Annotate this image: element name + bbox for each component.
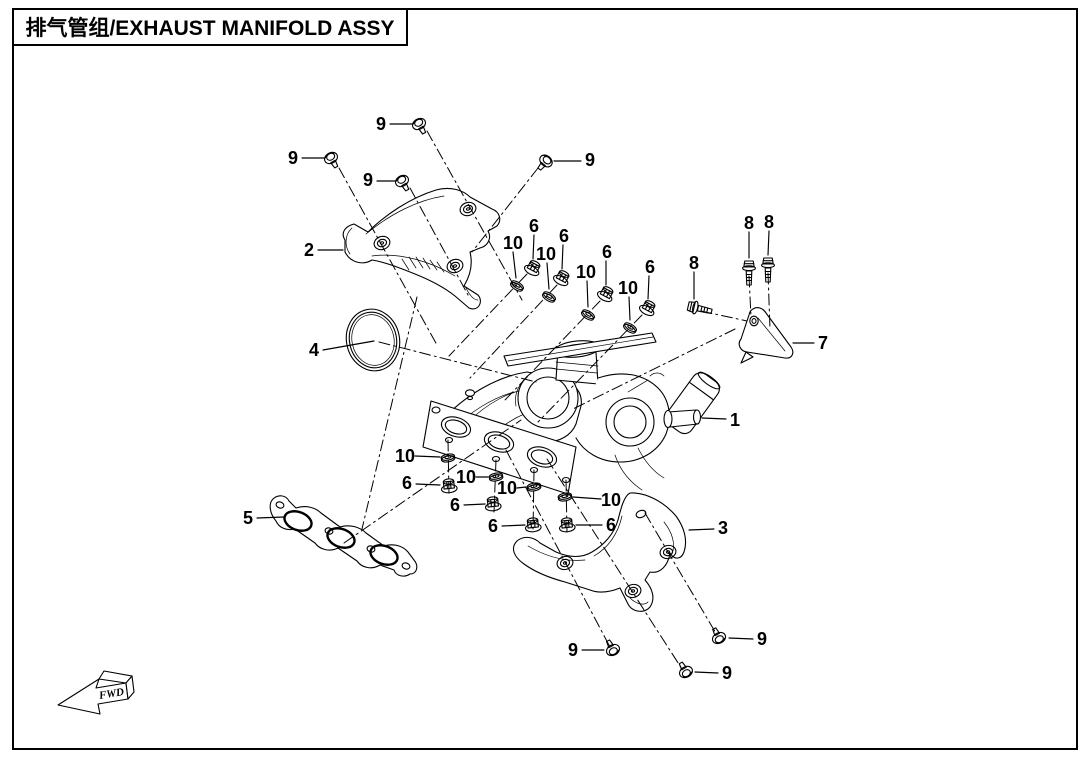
assembly-axis-line [748,275,752,318]
part-4-seal-ring [345,308,401,372]
callout-label-6: 6 [488,516,498,536]
callout-label-9: 9 [376,114,386,134]
assembly-axis-line [505,449,611,648]
callout-label-5: 5 [243,508,253,528]
callout-leader-line [647,275,650,300]
part-2-upper-heat-shield [342,187,501,310]
bolt-part-9 [533,152,556,175]
bolt-part-9 [409,115,431,138]
callout-leader-line [512,251,517,279]
callout-label-6: 6 [602,242,612,262]
callout-leader-line [728,637,754,640]
callout-leader-line [463,503,486,506]
callout-label-9: 9 [288,148,298,168]
callout-label-6: 6 [559,226,569,246]
callout-leader-line [701,417,727,420]
callout-label-6: 6 [450,495,460,515]
page-border [12,8,1078,750]
callout-label-8: 8 [689,253,699,273]
assembly-axis-line [409,187,469,296]
callout-leader-line [516,486,527,489]
flange-nut-part-6 [637,297,659,319]
callout-label-10: 10 [395,446,415,466]
assembly-axis-line [426,130,523,301]
callout-leader-line [586,280,589,308]
part-3-lower-heat-shield [512,492,687,612]
callout-label-9: 9 [757,629,767,649]
callout-label-2: 2 [304,240,314,260]
part-1-manifold-turbo-assembly [422,332,721,495]
callout-leader-line [561,244,564,270]
title-box: 排气管组/EXHAUST MANIFOLD ASSY [12,8,408,46]
bolt-part-9 [392,172,414,195]
bolt-part-9 [707,624,729,647]
callout-leader-line [415,483,441,486]
callout-leader-line [767,230,770,256]
fwd-label: FWD [97,686,125,702]
callout-label-1: 1 [730,410,740,430]
callout-label-10: 10 [618,278,638,298]
callout-label-4: 4 [309,340,319,360]
callout-label-3: 3 [718,518,728,538]
callout-leader-line [694,671,719,674]
assembly-axis-line [343,419,522,544]
callout-leader-line [414,455,441,458]
flange-nut-part-6 [595,283,617,305]
callout-label-8: 8 [744,213,754,233]
callout-label-6: 6 [402,473,412,493]
callout-label-6: 6 [645,257,655,277]
callout-leader-line [532,234,535,260]
callout-label-10: 10 [503,233,523,253]
callout-label-6: 6 [529,216,539,236]
callout-label-10: 10 [576,262,596,282]
assembly-axis-line [361,296,418,530]
flange-nut-part-6 [551,267,573,289]
part-5-manifold-gasket [269,495,418,577]
callout-label-10: 10 [536,244,556,264]
washer-part-10 [556,491,574,503]
callout-label-8: 8 [764,212,774,232]
assembly-axis-line [546,458,683,670]
assembly-axis-line [537,314,643,423]
assembly-axis-line [572,328,736,410]
callout-label-7: 7 [818,333,828,353]
callout-leader-line [546,262,550,290]
assembly-axis-line [378,341,537,383]
callout-label-9: 9 [585,150,595,170]
part-7-support-bracket [738,307,794,364]
washer-part-10 [439,452,457,464]
flange-nut-part-6 [483,495,503,513]
callout-label-10: 10 [456,467,476,487]
assembly-axis-lines [338,130,771,670]
callout-label-9: 9 [568,640,578,660]
bolt-part-9 [321,149,343,172]
washer-part-10 [525,481,543,493]
callout-label-9: 9 [722,663,732,683]
callout-leader-line [322,340,375,351]
assembly-axis-line [469,284,558,379]
callout-leader-line [501,524,526,527]
callout-label-9: 9 [363,170,373,190]
callout-label-6: 6 [606,515,616,535]
assembly-axis-line [448,273,528,357]
assembly-axis-line [644,512,718,636]
washer-part-10 [540,289,558,305]
callout-leader-line [256,516,285,519]
assembly-axis-line [532,469,535,533]
callout-leader-line [628,296,631,321]
callout-label-10: 10 [497,478,517,498]
callout-label-10: 10 [601,490,621,510]
assembly-axis-line [338,167,438,346]
callout-leader-line [688,528,715,531]
bolt-part-9 [601,636,623,659]
callout-leader-line [572,496,602,500]
bolt-part-8 [686,299,714,319]
fwd-direction-arrow: FWD [57,670,135,715]
assembly-axis-line [471,167,539,253]
page-title: 排气管组/EXHAUST MANIFOLD ASSY [25,17,395,40]
